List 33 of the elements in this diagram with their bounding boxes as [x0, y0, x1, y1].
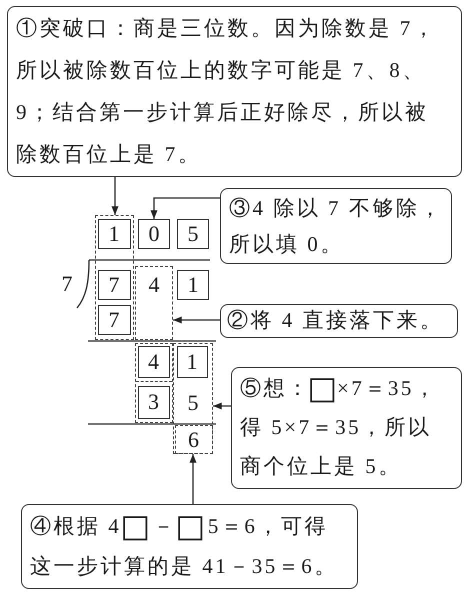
dashed-frame: [135, 343, 173, 423]
digit-box: 0: [138, 219, 170, 249]
digit: 4: [148, 270, 160, 298]
callout-box: [220, 188, 452, 264]
digit-box: 7: [98, 270, 130, 300]
callout-box: [21, 504, 358, 589]
callout-box: [7, 6, 462, 177]
digit-box: 4: [138, 346, 170, 378]
digit: 5: [186, 388, 200, 416]
callout-box: [220, 304, 458, 338]
digit: 6: [187, 426, 200, 454]
digit-box: 5: [177, 219, 209, 249]
callout-box: [231, 367, 462, 489]
arrow: [190, 454, 196, 504]
explanation-text: ④根据 4□－□5＝6，可得这一步计算的是 41－35＝6。: [30, 507, 339, 580]
digit-box: 1: [177, 270, 209, 300]
arrow: [150, 197, 220, 219]
arrow: [213, 402, 231, 410]
explanation-text: ⑤想：□×7＝35，得 5×7＝35，所以商个位上是 5。: [240, 369, 438, 480]
digit-box: 3: [138, 386, 170, 418]
arrow: [112, 177, 118, 215]
arrow: [173, 316, 220, 324]
digit-box: 1: [98, 218, 130, 248]
explanation-text: ②将 4 直接落下来。: [227, 307, 444, 334]
dashed-frame: [173, 343, 213, 454]
explanation-text: ③4 除以 7 不够除，所以填 0。: [229, 195, 444, 258]
explanation-text: ①突破口：商是三位数。因为除数是 7，所以被除数百位上的数字可能是 7、8、9；结合第一步计算后正好除尽，所以被除数百位上是 7。: [16, 15, 438, 168]
dashed-frame: [95, 215, 134, 340]
divisor: 7: [60, 270, 74, 298]
digit-box: 1: [176, 346, 208, 378]
dashed-frame: [135, 266, 173, 340]
dashed-frame: [174, 424, 212, 454]
digit-box: 7: [98, 304, 130, 334]
